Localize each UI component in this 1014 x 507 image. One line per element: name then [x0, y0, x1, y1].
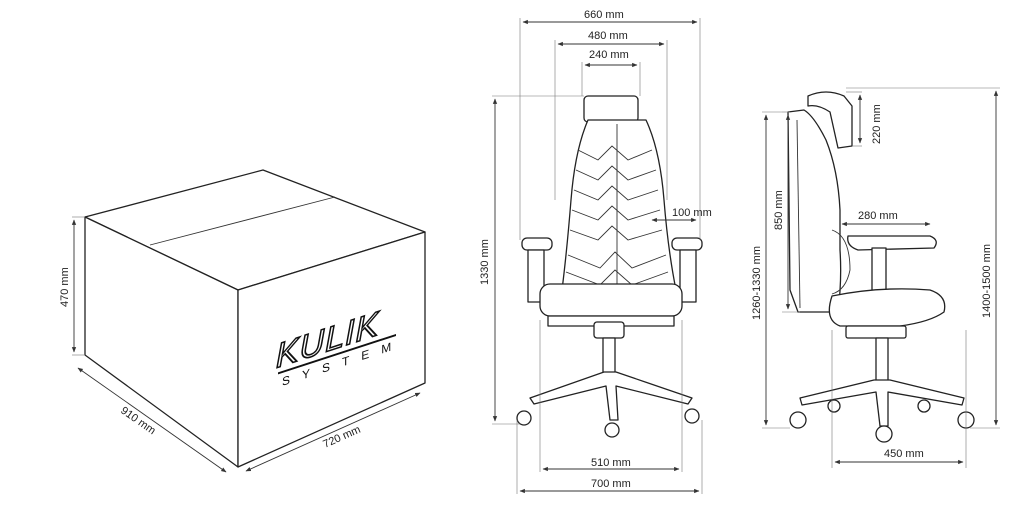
side-seat [828, 288, 946, 327]
front-seat [539, 283, 683, 317]
front-overall-width-label: 660 mm [584, 9, 624, 21]
front-lumbar-label: 100 mm [672, 207, 712, 219]
side-backrest-height-label: 850 mm [773, 190, 785, 230]
front-headrest-width-label: 240 mm [589, 49, 629, 61]
side-armrest [847, 235, 937, 251]
box-tape-line [149, 196, 336, 246]
front-right-armrest [671, 237, 703, 251]
side-mechanism [845, 325, 907, 339]
box-height-label: 470 mm [59, 267, 71, 307]
logo-underline [278, 334, 396, 375]
front-right-arm-post [679, 249, 697, 303]
front-dimensions: 660 mm 480 mm 240 mm 100 mm 1330 mm 510 … [479, 9, 712, 494]
front-headrest [583, 95, 639, 123]
chair-front-view [516, 95, 703, 438]
side-headrest [807, 91, 853, 149]
front-casters [516, 408, 700, 438]
front-backrest [561, 119, 677, 291]
front-gas-lift [593, 321, 625, 339]
front-base-outer-label: 700 mm [591, 478, 631, 490]
side-base-star [799, 379, 965, 427]
front-base-inner-label: 510 mm [591, 457, 631, 469]
side-base-depth-label: 450 mm [884, 448, 924, 460]
backrest-pattern [565, 124, 669, 290]
front-base-star [529, 371, 693, 421]
side-overall-range-label: 1400-1500 mm [981, 244, 993, 318]
side-headrest-adjust-label: 220 mm [871, 104, 883, 144]
front-inner-width-label: 480 mm [588, 30, 628, 42]
side-dimensions: 220 mm 280 mm 850 mm 1260-1330 mm 1400-1… [751, 87, 1000, 468]
side-armrest-depth-label: 280 mm [858, 210, 898, 222]
box-depth-label: 910 mm [118, 405, 157, 438]
side-cylinder [875, 337, 889, 387]
side-backrest [787, 109, 842, 313]
front-left-armrest [521, 237, 553, 251]
front-left-arm-post [527, 249, 545, 303]
front-height-label: 1330 mm [479, 239, 491, 285]
chair-side-view [787, 91, 975, 443]
side-height-range-label: 1260-1330 mm [751, 246, 763, 320]
